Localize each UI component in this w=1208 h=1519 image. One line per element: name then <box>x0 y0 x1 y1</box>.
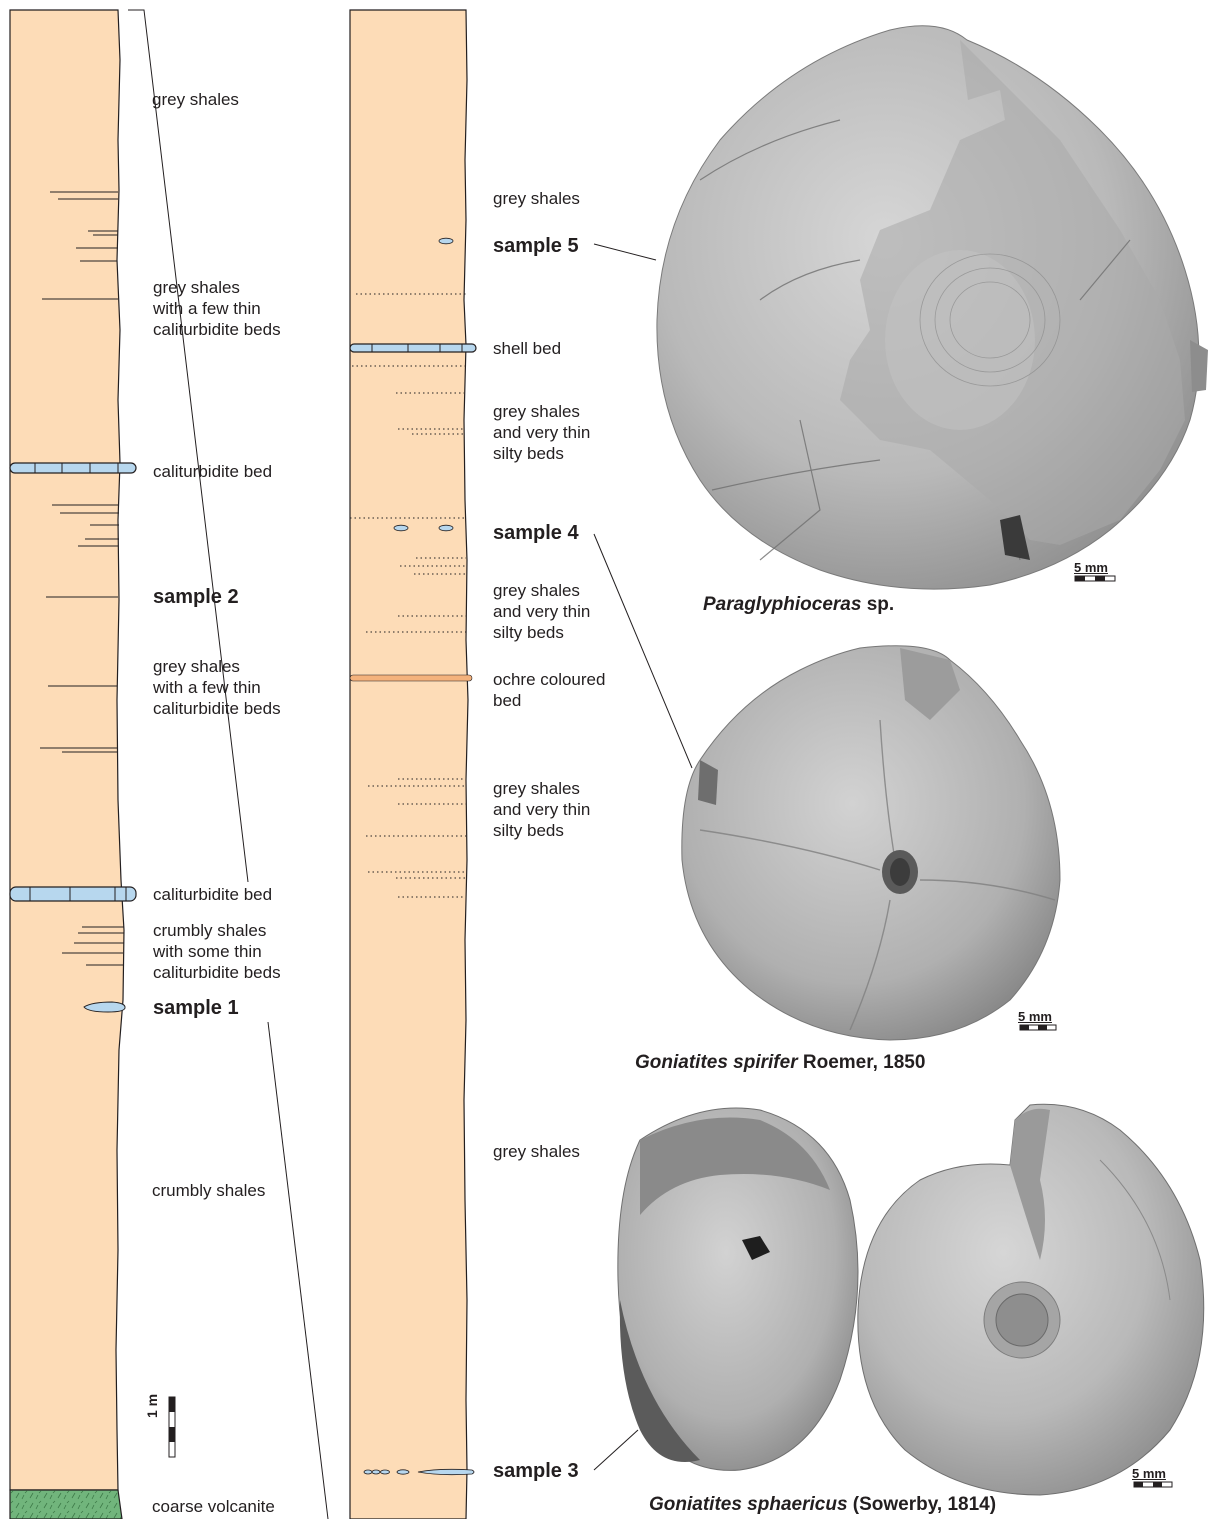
left-column-body <box>10 10 124 1490</box>
caption-paraglyphioceras: Paraglyphioceras sp. <box>703 594 894 616</box>
fossil-goniatites-sphaericus-side-image <box>618 1108 858 1470</box>
fossil-paraglyphioceras-image <box>657 26 1208 589</box>
right-label-silty-beds-3: grey shales and very thin silty beds <box>493 778 590 841</box>
right-ochre-bed <box>350 675 472 681</box>
right-label-silty-beds-2: grey shales and very thin silty beds <box>493 580 590 643</box>
left-label-grey-shales: grey shales <box>152 89 239 110</box>
left-label-caliturbidite-bed-lower: caliturbidite bed <box>153 884 272 905</box>
caption-author: Roemer, 1850 <box>798 1052 926 1073</box>
right-label-grey-shales-bottom: grey shales <box>493 1141 580 1162</box>
caption-author: sp. <box>861 594 894 615</box>
left-label-grey-shales-thin-beds-lower: grey shales with a few thin caliturbidit… <box>153 656 281 719</box>
left-scale-label: 1 m <box>142 1394 163 1418</box>
caption-taxon: Goniatites spirifer <box>635 1052 798 1073</box>
right-sample-4-lens-1 <box>394 525 408 531</box>
left-label-caliturbidite-bed-upper: caliturbidite bed <box>153 461 272 482</box>
right-label-grey-shales-top: grey shales <box>493 188 580 209</box>
left-label-crumbly-shales: crumbly shales <box>152 1180 265 1201</box>
left-label-grey-shales-thin-beds-upper: grey shales with a few thin caliturbidit… <box>153 277 281 340</box>
left-volcanite <box>10 1490 122 1519</box>
fossil-goniatites-spirifer-image <box>682 646 1060 1040</box>
left-label-coarse-volcanite: coarse volcanite <box>152 1496 275 1517</box>
right-shell-bed <box>350 344 476 352</box>
left-sample-1-label: sample 1 <box>153 997 239 1019</box>
caption-author: (Sowerby, 1814) <box>848 1494 997 1515</box>
right-label-ochre-bed: ochre coloured bed <box>493 669 605 711</box>
left-label-crumbly-shales-thin-beds: crumbly shales with some thin caliturbid… <box>153 920 281 983</box>
scale-label-1: 5 mm <box>1074 557 1108 578</box>
right-sample-5-label: sample 5 <box>493 235 579 257</box>
caption-goniatites-spirifer: Goniatites spirifer Roemer, 1850 <box>635 1052 925 1074</box>
correlation-lines <box>128 10 328 1519</box>
right-label-silty-beds-1: grey shales and very thin silty beds <box>493 401 590 464</box>
caption-goniatites-sphaericus: Goniatites sphaericus (Sowerby, 1814) <box>649 1494 996 1516</box>
right-sample-5-lens <box>439 238 453 244</box>
caption-taxon: Paraglyphioceras <box>703 594 861 615</box>
left-column <box>10 10 175 1519</box>
caption-taxon: Goniatites sphaericus <box>649 1494 848 1515</box>
right-sample-3-label: sample 3 <box>493 1460 579 1482</box>
left-sample-2-label: sample 2 <box>153 586 239 608</box>
right-label-shell-bed: shell bed <box>493 338 561 359</box>
right-sample-4-lens-2 <box>439 525 453 531</box>
left-scale-bar <box>169 1397 175 1457</box>
left-calciturbidite-bed-1 <box>10 463 136 473</box>
left-calciturbidite-bed-2 <box>10 887 136 901</box>
scale-label-3: 5 mm <box>1132 1463 1166 1484</box>
fossil-goniatites-sphaericus-lateral-image <box>858 1104 1204 1495</box>
right-sample-4-label: sample 4 <box>493 522 579 544</box>
right-column <box>350 10 476 1519</box>
scale-label-2: 5 mm <box>1018 1006 1052 1027</box>
right-column-body <box>350 10 468 1519</box>
